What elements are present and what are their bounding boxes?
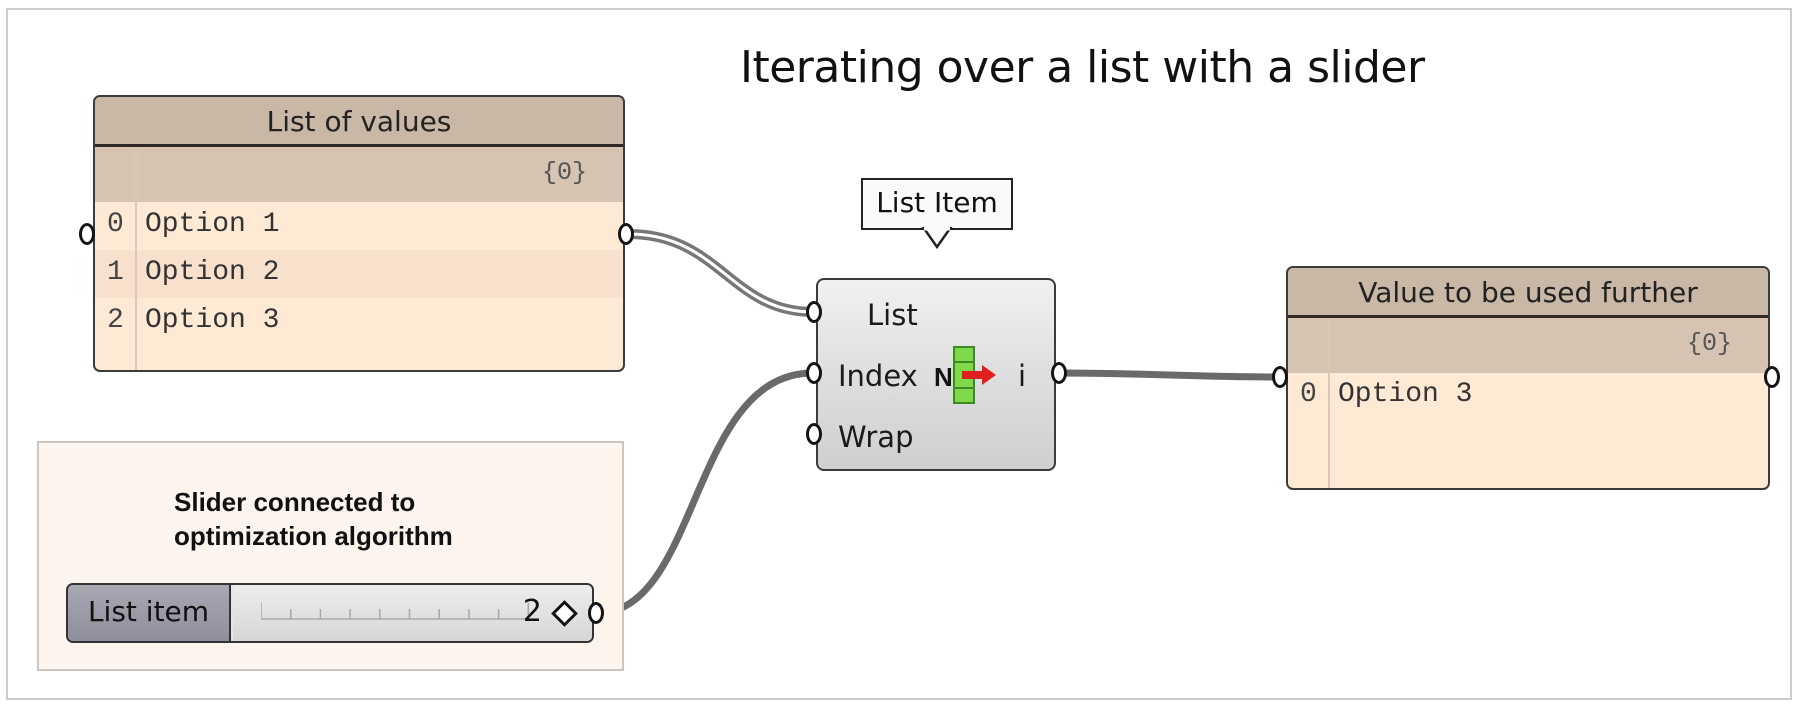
wire-index [596, 369, 814, 617]
slider-value: 2 [522, 594, 542, 629]
panel-gutter [135, 147, 137, 370]
panel-path: {0} [1288, 318, 1768, 373]
row-value: Option 3 [1338, 379, 1473, 410]
row-value: Option 2 [145, 257, 280, 288]
row-index: 0 [1300, 379, 1317, 410]
list-panel-output-grip[interactable] [618, 223, 634, 245]
list-panel-input-grip[interactable] [79, 223, 95, 245]
number-slider[interactable]: List item 2 [66, 583, 594, 643]
slider-output-grip[interactable] [588, 602, 604, 624]
output-panel-output-grip[interactable] [1764, 366, 1780, 388]
input-label-wrap: Wrap [838, 420, 914, 454]
row-value: Option 3 [145, 305, 280, 336]
group-label: Slider connected to optimization algorit… [174, 487, 453, 551]
row-value: Option 1 [145, 209, 280, 240]
list-item: 2 Option 3 [95, 298, 623, 346]
row-index: 2 [107, 305, 124, 336]
row-index: 1 [107, 257, 124, 288]
wire-list [627, 229, 814, 317]
list-item: 0 Option 3 [1288, 373, 1768, 421]
tooltip-pointer [921, 227, 953, 250]
panel-gutter [1328, 318, 1330, 488]
slider-track[interactable]: 2 [233, 585, 592, 641]
panel-header: List of values [95, 97, 623, 147]
component-tooltip: List Item [861, 178, 1013, 230]
svg-text:N: N [934, 362, 953, 392]
input-grip-index[interactable] [806, 362, 822, 384]
row-index: 0 [107, 209, 124, 240]
slider-grip-diamond-icon[interactable] [551, 600, 578, 627]
slider-ticks [261, 603, 530, 620]
list-item-component[interactable]: List Index Wrap i N [816, 278, 1056, 471]
output-value-panel[interactable]: Value to be used further {0} 0 Option 3 [1286, 266, 1770, 490]
list-item: 0 Option 1 [95, 202, 623, 250]
output-label-i: i [1018, 359, 1027, 393]
input-grip-list[interactable] [806, 301, 822, 323]
input-label-list: List [867, 298, 918, 332]
list-of-values-panel[interactable]: List of values {0} 0 Option 1 1 Option 2… [93, 95, 625, 372]
canvas-title: Iterating over a list with a slider [740, 42, 1425, 93]
panel-path: {0} [95, 147, 623, 202]
output-panel-input-grip[interactable] [1272, 366, 1288, 388]
list-item-icon: N [934, 346, 996, 404]
list-item: 1 Option 2 [95, 250, 623, 298]
panel-header: Value to be used further [1288, 268, 1768, 318]
output-grip-i[interactable] [1051, 362, 1067, 384]
input-label-index: Index [838, 359, 918, 393]
input-grip-wrap[interactable] [806, 423, 822, 445]
wire-output [1057, 369, 1284, 381]
slider-name: List item [68, 585, 231, 641]
